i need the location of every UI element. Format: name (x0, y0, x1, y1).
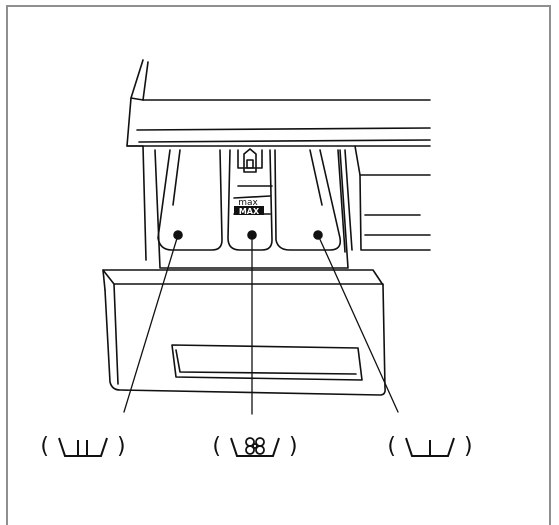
left-open-paren: ( (40, 434, 49, 459)
left-close-paren: ) (117, 434, 126, 459)
machine-right-panel (337, 145, 431, 253)
right-open-paren: ( (387, 434, 396, 459)
max-marking-plate (234, 206, 264, 215)
drawer-body (154, 149, 349, 269)
drawer-front-handle (102, 269, 386, 396)
right-compartment (274, 149, 342, 251)
prewash-two-bars-icon (58, 437, 108, 457)
right-close-paren: ) (464, 434, 473, 459)
middle-compartment (227, 148, 273, 251)
middle-close-paren: ) (289, 434, 298, 459)
max-marking-large: MAX (239, 207, 260, 216)
figure-frame (6, 5, 551, 525)
main-wash-single-bar-icon (405, 437, 455, 457)
max-marking-small: max (238, 198, 258, 208)
middle-open-paren: ( (212, 434, 221, 459)
right-compartment-symbol: ( ) (370, 432, 490, 462)
softener-flower-icon (230, 437, 280, 457)
left-compartment-symbol: ( ) (23, 432, 143, 462)
middle-compartment-symbol: ( ) (195, 432, 315, 462)
leader-lines (123, 234, 399, 415)
left-compartment (157, 149, 223, 251)
machine-cabinet-outline (126, 59, 431, 261)
